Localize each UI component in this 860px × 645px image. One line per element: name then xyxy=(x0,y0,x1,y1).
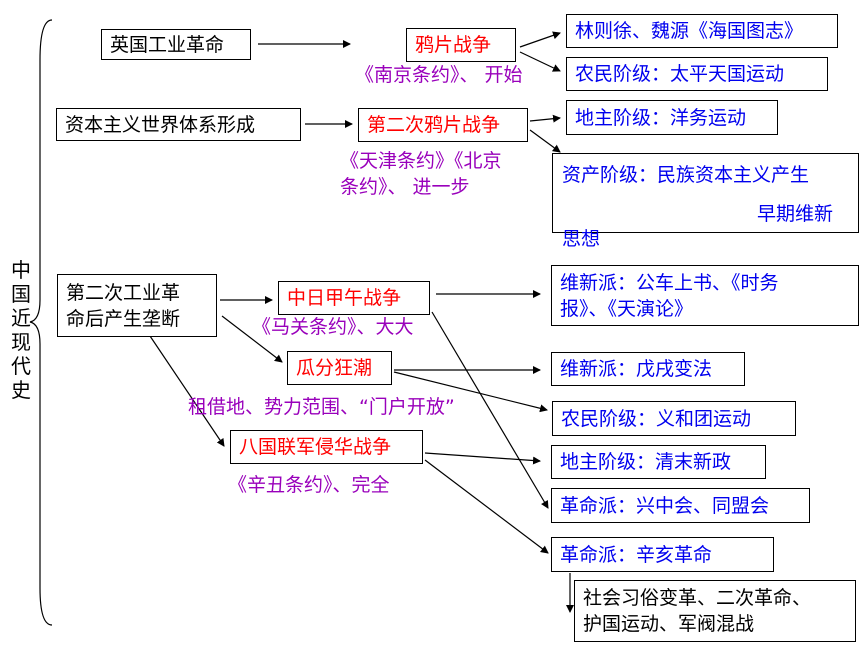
aftermath-box: 社会习俗变革、二次革命、 护国运动、军阀混战 xyxy=(574,580,856,642)
reform-petition-box: 维新派：公车上书、《时务 报》、《天演论》 xyxy=(551,265,859,326)
xinhai-box: 革命派：辛亥革命 xyxy=(551,537,774,572)
side-title: 中国近现代史 xyxy=(11,258,31,402)
industrial-revolution-box: 英国工业革命 xyxy=(101,29,251,60)
shimonoseki-treaty-note: 《马关条约》、大大 xyxy=(252,316,414,338)
partition-box: 瓜分狂潮 xyxy=(287,351,392,385)
world-system-label: 资本主义世界体系形成 xyxy=(65,113,256,136)
tianjin-treaty-note-2: 条约》、 进一步 xyxy=(340,176,470,198)
opium-war-label: 鸦片战争 xyxy=(415,34,492,56)
wuxu-box: 维新派：戊戌变法 xyxy=(551,352,745,386)
second-industrial-line-1: 第二次工业革 xyxy=(66,281,181,304)
taiping-box: 农民阶级：太平天国运动 xyxy=(566,57,828,91)
taiping-label: 农民阶级：太平天国运动 xyxy=(575,63,785,85)
aftermath-line-2: 护国运动、军阀混战 xyxy=(583,613,755,635)
bourgeois-line-3: 思想 xyxy=(562,228,601,250)
yangwu-box: 地主阶级：洋务运动 xyxy=(566,100,778,135)
industrial-revolution-label: 英国工业革命 xyxy=(110,33,225,56)
bourgeois-line-2: 早期维新 xyxy=(757,203,834,225)
tianjin-treaty-note-1: 《天津条约》《北京 xyxy=(340,150,502,172)
arrow-second-yangwu xyxy=(529,114,561,123)
opium-war-box: 鸦片战争 xyxy=(406,28,516,62)
bourgeois-box: 资产阶级：民族资本主义产生 早期维新 xyxy=(552,153,859,233)
arrow-monopoly-eight xyxy=(149,335,225,447)
second-industrial-box: 第二次工业革 命后产生垄断 xyxy=(57,274,217,337)
yangwu-label: 地主阶级：洋务运动 xyxy=(575,106,747,129)
arrow-opium-taiping xyxy=(519,51,561,72)
second-opium-war-label: 第二次鸦片战争 xyxy=(367,114,501,136)
eight-nation-label: 八国联军侵华战争 xyxy=(239,436,392,458)
partition-label: 瓜分狂潮 xyxy=(296,357,373,379)
reform-petition-line-1: 维新派：公车上书、《时务 xyxy=(560,271,779,294)
arrow-opium-linwei xyxy=(519,31,561,48)
wuxu-label: 维新派：戊戌变法 xyxy=(560,358,713,380)
nanjing-treaty-note: 《南京条约》、 开始 xyxy=(355,64,523,86)
arrow-eight-newpolicy xyxy=(424,452,541,465)
lin-wei-box: 林则徐、魏源《海国图志》 xyxy=(566,14,838,48)
arrow-eight-xinhai xyxy=(424,459,549,554)
boxer-label: 农民阶级：义和团运动 xyxy=(561,407,752,430)
leased-territory-note: 租借地、势力范围、“门户开放” xyxy=(188,396,455,418)
reform-petition-line-2: 报》、《天演论》 xyxy=(560,297,694,320)
side-brace xyxy=(29,19,53,626)
second-industrial-line-2: 命后产生垄断 xyxy=(66,307,181,330)
arrow-second-bourgeois xyxy=(529,129,561,153)
eight-nation-box: 八国联军侵华战争 xyxy=(230,430,423,464)
arrow-sinojap-xingzhong xyxy=(431,311,549,509)
arrow-monopoly-partition xyxy=(221,315,283,363)
new-policy-label: 地主阶级：清末新政 xyxy=(560,451,732,473)
second-opium-war-box: 第二次鸦片战争 xyxy=(358,108,528,142)
world-system-box: 资本主义世界体系形成 xyxy=(56,108,301,141)
arrow-partition-boxer xyxy=(393,371,548,413)
sino-japanese-war-label: 中日甲午战争 xyxy=(287,287,402,309)
xinhai-label: 革命派：辛亥革命 xyxy=(560,543,713,566)
xinchou-treaty-note: 《辛丑条约》、完全 xyxy=(228,474,390,496)
boxer-box: 农民阶级：义和团运动 xyxy=(552,401,796,436)
aftermath-line-1: 社会习俗变革、二次革命、 xyxy=(583,587,812,609)
xingzhong-box: 革命派：兴中会、同盟会 xyxy=(551,488,810,523)
new-policy-box: 地主阶级：清末新政 xyxy=(551,445,766,479)
bourgeois-line-1: 资产阶级：民族资本主义产生 xyxy=(562,164,810,186)
xingzhong-label: 革命派：兴中会、同盟会 xyxy=(560,494,770,517)
sino-japanese-war-box: 中日甲午战争 xyxy=(278,281,430,315)
lin-wei-label: 林则徐、魏源《海国图志》 xyxy=(575,20,804,42)
